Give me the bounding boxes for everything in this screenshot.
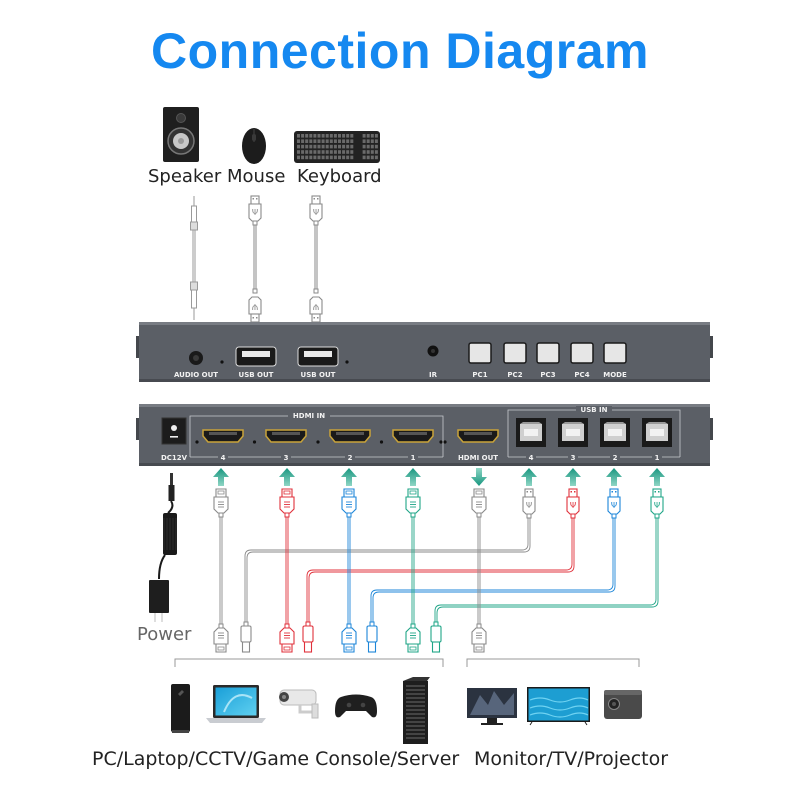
hdmi-in-number: 1 [411, 454, 416, 462]
sources-bracket [174, 658, 444, 667]
cctv-camera-icon [279, 689, 319, 719]
source-cable-set-1: Ψ [405, 488, 664, 653]
svg-text:Ψ: Ψ [570, 501, 576, 510]
button-pc3[interactable]: PC3 [536, 342, 560, 379]
audio-out-label: AUDIO OUT [174, 371, 218, 379]
svg-text:Ψ: Ψ [654, 501, 660, 510]
audio-out-port[interactable]: AUDIO OUT [174, 351, 218, 379]
keyboard-icon [294, 131, 380, 163]
mouse-icon [242, 128, 266, 164]
arrow-up-icon [279, 468, 295, 486]
hdmi-in-port-4[interactable]: 4 [202, 429, 244, 462]
usb-in-number: 4 [529, 454, 534, 462]
svg-text:Ψ: Ψ [313, 208, 319, 217]
usb-out-label-2: USB OUT [301, 371, 336, 379]
svg-text:Ψ: Ψ [313, 302, 319, 311]
hdmi-in-port-2[interactable]: 2 [329, 429, 371, 462]
page-title: Connection Diagram [151, 23, 649, 79]
usb-in-number: 3 [571, 454, 576, 462]
usb-in-port-2[interactable]: 2 [600, 418, 630, 462]
arrow-up-icon [213, 468, 229, 486]
button-label-pc4: PC4 [574, 371, 589, 379]
power-label: Power [137, 624, 192, 645]
dc12v-power-port[interactable]: DC12V [161, 417, 188, 462]
mouse-label: Mouse [227, 166, 286, 187]
svg-text:Ψ: Ψ [526, 501, 532, 510]
power-adapter-icon [149, 473, 177, 622]
usb-out-port-2[interactable]: USB OUT [297, 346, 339, 379]
source-cable-set-3: Ψ [279, 488, 580, 653]
dc12v-label: DC12V [161, 454, 188, 462]
hdmi-in-number: 2 [348, 454, 353, 462]
audio-cable [190, 196, 198, 320]
hdmi-out-label: HDMI OUT [458, 454, 498, 462]
usb-in-number: 1 [655, 454, 660, 462]
button-pc4[interactable]: PC4 [570, 342, 594, 379]
source-cable-set-4: Ψ [213, 488, 536, 653]
usb-out-port-1[interactable]: USB OUT [235, 346, 277, 379]
source-cable-set-2: Ψ [341, 488, 621, 653]
hdmi-in-port-3[interactable]: 3 [265, 429, 307, 462]
speaker-icon [163, 107, 199, 162]
usb-in-number: 2 [613, 454, 618, 462]
laptop-icon [206, 685, 266, 723]
button-label-pc1: PC1 [472, 371, 487, 379]
hdmi-in-number: 4 [221, 454, 226, 462]
svg-text:Ψ: Ψ [611, 501, 617, 510]
hdmi-in-port-1[interactable]: 1 [392, 429, 434, 462]
button-mode[interactable]: MODE [603, 342, 627, 379]
hdmi-out-port[interactable]: HDMI OUT [457, 429, 499, 462]
server-rack-icon [403, 677, 430, 744]
keyboard-usb-cable: ΨΨ [309, 195, 323, 323]
speaker-label: Speaker [148, 166, 222, 187]
game-controller-icon [335, 694, 377, 718]
usb-in-group-label: USB IN [581, 406, 608, 414]
ir-label: IR [429, 371, 438, 379]
usb-in-port-3[interactable]: 3 [558, 418, 588, 462]
hdmi-in-number: 3 [284, 454, 289, 462]
svg-text:Ψ: Ψ [252, 208, 258, 217]
arrow-down-icon [471, 468, 487, 486]
svg-text:Ψ: Ψ [252, 302, 258, 311]
arrow-up-icon [341, 468, 357, 486]
arrow-up-icon [565, 468, 581, 486]
button-label-pc2: PC2 [507, 371, 522, 379]
mini-pc-icon [171, 684, 190, 733]
tv-icon [527, 687, 590, 726]
usb-in-port-4[interactable]: 4 [516, 418, 546, 462]
hdmi-in-group-label: HDMI IN [293, 412, 325, 420]
button-label-pc3: PC3 [540, 371, 555, 379]
button-pc2[interactable]: PC2 [503, 342, 527, 379]
button-pc1[interactable]: PC1 [468, 342, 492, 379]
monitor-icon [467, 688, 517, 725]
arrow-up-icon [649, 468, 665, 486]
arrow-up-icon [405, 468, 421, 486]
usb-out-label-1: USB OUT [239, 371, 274, 379]
usb-in-port-1[interactable]: 1 [642, 418, 672, 462]
displays-label: Monitor/TV/Projector [474, 748, 669, 770]
sources-label: PC/Laptop/CCTV/Game Console/Server [92, 748, 460, 770]
projector-icon [604, 690, 642, 719]
arrow-up-icon [521, 468, 537, 486]
arrow-up-icon [606, 468, 622, 486]
displays-bracket [466, 658, 640, 667]
button-label-mode: MODE [603, 371, 627, 379]
ir-sensor: IR [427, 345, 439, 379]
mouse-usb-cable: ΨΨ [248, 195, 262, 323]
keyboard-label: Keyboard [297, 166, 382, 187]
hdmi-out-cable [471, 488, 487, 653]
